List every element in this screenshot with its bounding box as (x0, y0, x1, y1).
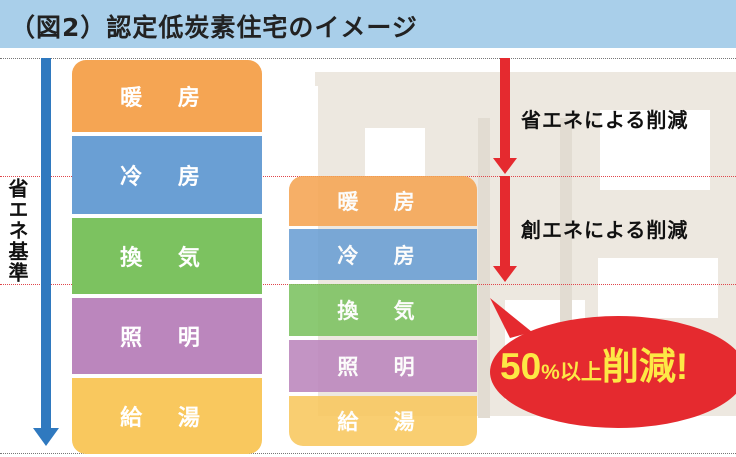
title-bar: （図2）認定低炭素住宅のイメージ (0, 0, 736, 48)
standard-energy-stack: 暖 房 冷 房 換 気 照 明 給 湯 (72, 60, 262, 454)
axis-label: 省エネ基準 (5, 178, 29, 283)
energy-creation-arrow (500, 176, 510, 270)
reduction-speech-bubble (490, 298, 736, 428)
energy-saving-arrow-head (493, 158, 517, 174)
standard-cooling: 冷 房 (72, 136, 262, 214)
bubble-unit: %以上 (541, 361, 602, 384)
standard-hot-water: 給 湯 (72, 378, 262, 454)
certified-ventilation: 換 気 (289, 284, 477, 336)
energy-saving-label: 省エネによる削減 (521, 108, 689, 132)
energy-creation-arrow-head (493, 266, 517, 282)
energy-creation-label: 創エネによる削減 (521, 218, 689, 242)
certified-heating: 暖 房 (289, 176, 477, 226)
diagram-title: （図2）認定低炭素住宅のイメージ (10, 13, 418, 42)
certified-energy-stack: 暖 房 冷 房 換 気 照 明 給 湯 (289, 176, 477, 446)
energy-axis-arrow-head (33, 428, 59, 446)
bubble-text: 50%以上削減! (500, 336, 688, 390)
certified-lighting: 照 明 (289, 340, 477, 392)
standard-heating: 暖 房 (72, 60, 262, 132)
standard-ventilation: 換 気 (72, 218, 262, 294)
bubble-value: 50 (500, 346, 542, 387)
standard-lighting: 照 明 (72, 298, 262, 374)
baseline-bottom (0, 453, 736, 454)
baseline-top (0, 58, 736, 59)
bubble-suffix: 削減! (601, 346, 689, 387)
certified-hot-water: 給 湯 (289, 396, 477, 446)
certified-cooling: 冷 房 (289, 229, 477, 280)
energy-axis-arrow (41, 58, 51, 432)
energy-saving-arrow (500, 58, 510, 162)
